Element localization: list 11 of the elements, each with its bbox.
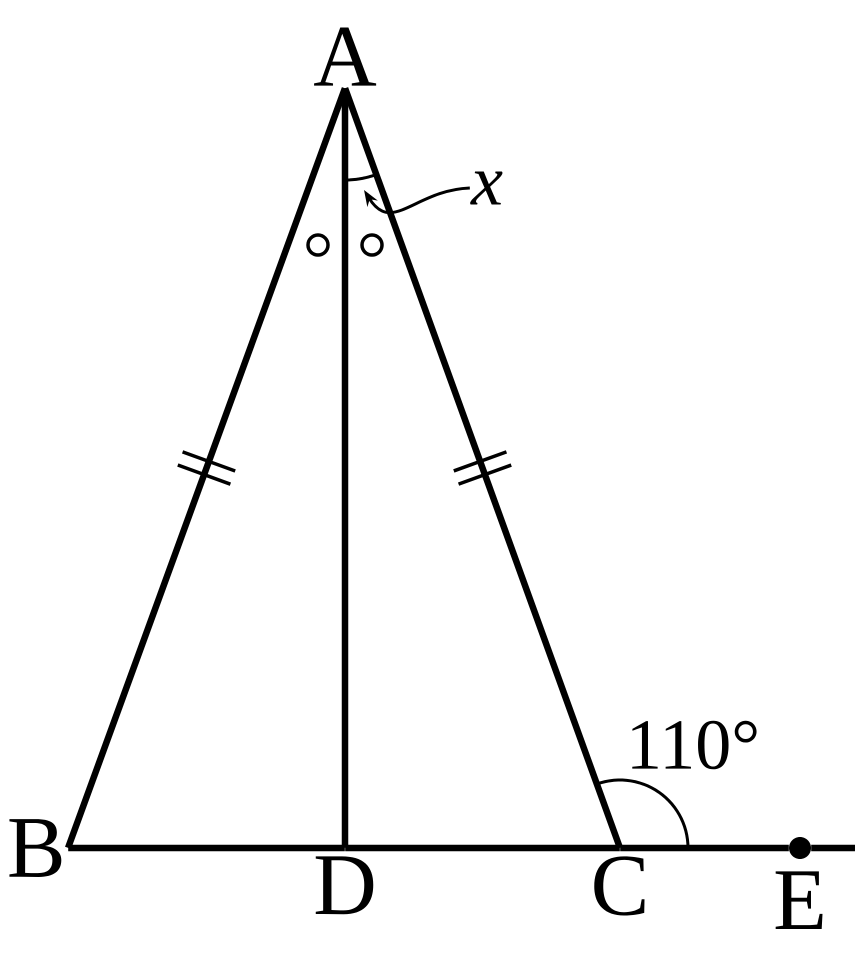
line-segment	[342, 88, 348, 848]
angle-label: 110°	[632, 720, 757, 770]
node-label: E	[776, 871, 822, 930]
vertex-point: C	[594, 856, 644, 916]
vertex-point: D	[316, 856, 374, 914]
variable-label: x	[470, 171, 502, 205]
line-segment	[345, 844, 620, 852]
vertex-point: A	[314, 28, 376, 86]
line-segment	[68, 844, 345, 852]
line-segment	[620, 844, 789, 852]
vertex-point: B	[9, 819, 62, 877]
